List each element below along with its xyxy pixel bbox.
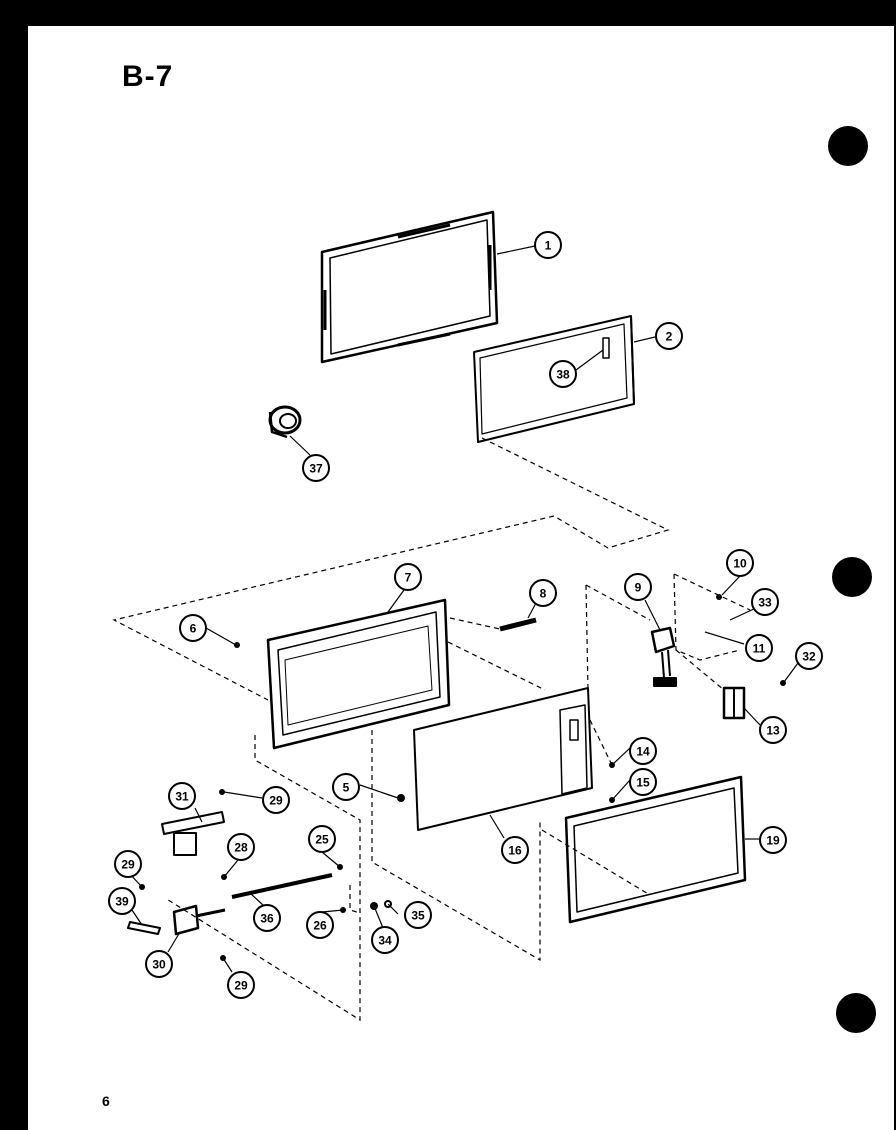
part-frame-1 [320, 210, 499, 364]
callout-1: 1 [534, 231, 562, 259]
svg-text:15: 15 [636, 776, 650, 790]
svg-text:32: 32 [802, 650, 816, 664]
svg-text:28: 28 [234, 841, 248, 855]
svg-text:1: 1 [545, 239, 552, 253]
part-latch-bar-8 [499, 617, 537, 632]
callout-5: 5 [332, 773, 360, 801]
callout-19: 19 [759, 826, 787, 854]
svg-text:7: 7 [405, 571, 412, 585]
fasteners [139, 594, 786, 961]
callout-33: 33 [751, 588, 779, 616]
registration-dot [828, 126, 868, 166]
callout-7: 7 [394, 563, 422, 591]
part-plate-39 [127, 921, 161, 935]
part-switch-13 [722, 686, 746, 720]
svg-text:38: 38 [556, 368, 570, 382]
callout-6: 6 [179, 614, 207, 642]
part-switch-assembly-9 [650, 626, 677, 687]
part-hinge-30 [172, 904, 226, 936]
callout-29-left: 29 [114, 850, 142, 878]
part-window-frame-19 [564, 775, 747, 924]
callout-34: 34 [371, 926, 399, 954]
svg-text:25: 25 [315, 833, 329, 847]
svg-text:34: 34 [378, 934, 392, 948]
svg-text:36: 36 [260, 912, 274, 926]
part-knob-37 [268, 405, 302, 439]
svg-text:2: 2 [666, 330, 673, 344]
callout-10: 10 [726, 549, 754, 577]
callout-31: 31 [168, 782, 196, 810]
callout-37: 37 [302, 454, 330, 482]
svg-text:30: 30 [152, 958, 166, 972]
callout-35: 35 [404, 901, 432, 929]
callout-8: 8 [529, 579, 557, 607]
callout-11: 11 [745, 634, 773, 662]
leader-lines [127, 245, 799, 973]
callout-36: 36 [253, 904, 281, 932]
callout-16: 16 [501, 836, 529, 864]
callout-15: 15 [629, 768, 657, 796]
svg-text:16: 16 [508, 844, 522, 858]
svg-text:6: 6 [190, 622, 197, 636]
svg-text:29: 29 [234, 979, 248, 993]
svg-text:29: 29 [269, 794, 283, 808]
svg-text:14: 14 [636, 745, 650, 759]
svg-text:35: 35 [411, 909, 425, 923]
svg-text:37: 37 [309, 462, 323, 476]
callout-13: 13 [759, 716, 787, 744]
part-tray-2 [473, 315, 635, 443]
callout-29-top: 29 [262, 786, 290, 814]
callout-29-bottom: 29 [227, 971, 255, 999]
registration-dot [832, 557, 872, 597]
svg-text:26: 26 [313, 919, 327, 933]
drawing-sheet [28, 26, 894, 1130]
part-bracket-31 [161, 811, 225, 856]
callout-2: 2 [655, 322, 683, 350]
svg-text:9: 9 [635, 581, 642, 595]
callout-25: 25 [308, 825, 336, 853]
svg-text:19: 19 [766, 834, 780, 848]
svg-text:11: 11 [753, 642, 766, 656]
svg-text:5: 5 [343, 781, 350, 795]
page-title: B-7 [122, 60, 174, 93]
svg-text:31: 31 [175, 790, 189, 804]
svg-text:33: 33 [758, 596, 772, 610]
svg-text:29: 29 [121, 858, 135, 872]
part-rod-36 [231, 873, 333, 899]
part-panel-16 [413, 687, 593, 831]
callout-28: 28 [227, 833, 255, 861]
callout-9: 9 [624, 573, 652, 601]
page-number: 6 [102, 1093, 110, 1109]
callout-30: 30 [145, 950, 173, 978]
callout-38: 38 [549, 360, 577, 388]
callout-32: 32 [795, 642, 823, 670]
svg-text:10: 10 [733, 557, 747, 571]
callout-14: 14 [629, 737, 657, 765]
part-door-frame-7 [266, 598, 451, 750]
callout-39: 39 [108, 887, 136, 915]
callout-markers: 1 2 38 37 10 9 8 7 6 33 11 32 13 14 15 5… [108, 231, 823, 999]
svg-text:13: 13 [766, 724, 780, 738]
callout-26: 26 [306, 911, 334, 939]
svg-text:39: 39 [115, 895, 129, 909]
svg-text:8: 8 [540, 587, 547, 601]
dashed-guides [112, 437, 751, 1022]
registration-dot [836, 993, 876, 1033]
